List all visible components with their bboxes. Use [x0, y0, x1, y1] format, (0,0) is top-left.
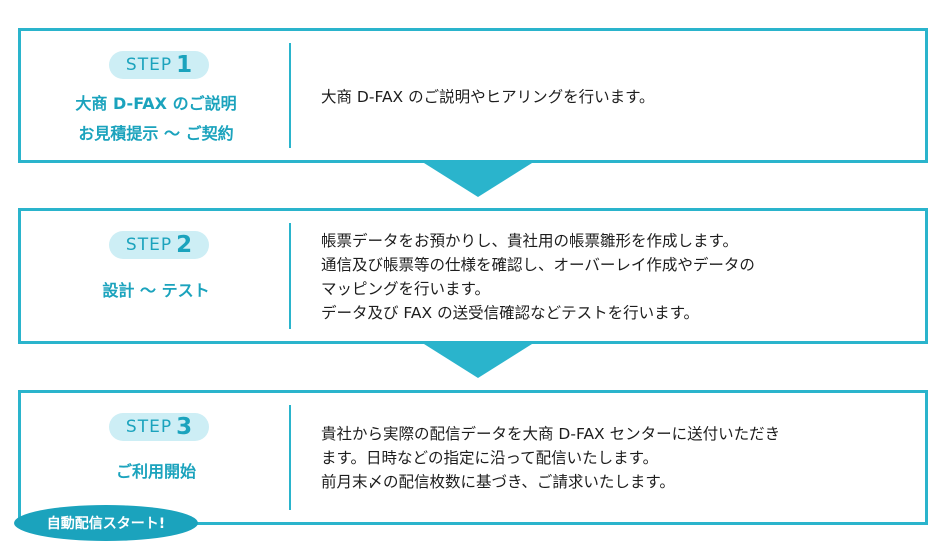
- step-label: STEP: [125, 235, 173, 255]
- description-line: マッピングを行います。: [321, 280, 490, 298]
- description-line: 貴社から実際の配信データを大商 D-FAX センターに送付いただき: [321, 425, 781, 443]
- step-2-header: STEP 2 設計 ～ テスト: [21, 211, 291, 341]
- step-2-description: 帳票データをお預かりし、貴社用の帳票雛形を作成します。 通信及び帳票等の仕様を確…: [321, 229, 909, 325]
- down-arrow-icon: [424, 163, 532, 197]
- description-line: 帳票データをお預かりし、貴社用の帳票雛形を作成します。: [321, 232, 738, 250]
- description-line: ます。日時などの指定に沿って配信いたします。: [321, 449, 659, 467]
- step-3-pill: STEP 3: [109, 413, 209, 441]
- step-2-title: 設計 ～ テスト: [21, 276, 291, 306]
- description-line: 通信及び帳票等の仕様を確認し、オーバーレイ作成やデータの: [321, 256, 755, 274]
- step-1-header: STEP 1 大商 D-FAX のご説明 お見積提示 ～ ご契約: [21, 31, 291, 160]
- title-line: お見積提示 ～ ご契約: [78, 124, 234, 143]
- description-line: データ及び FAX の送受信確認などテストを行います。: [321, 304, 700, 322]
- step-3-header: STEP 3 ご利用開始: [21, 393, 291, 522]
- description-line: 前月末〆の配信枚数に基づき、ご請求いたします。: [321, 473, 675, 491]
- step-1-title: 大商 D-FAX のご説明 お見積提示 ～ ご契約: [21, 89, 291, 149]
- step-label: STEP: [125, 417, 173, 437]
- divider: [289, 43, 291, 148]
- step-number: 2: [176, 231, 193, 258]
- step-2-box: STEP 2 設計 ～ テスト 帳票データをお預かりし、貴社用の帳票雛形を作成し…: [18, 208, 928, 344]
- step-3-title: ご利用開始: [21, 457, 291, 487]
- step-1-pill: STEP 1: [109, 51, 209, 79]
- auto-delivery-badge: 自動配信スタート!: [14, 505, 198, 541]
- title-line: ご利用開始: [115, 462, 196, 481]
- title-line: 設計 ～ テスト: [102, 281, 210, 300]
- step-2-pill: STEP 2: [109, 231, 209, 259]
- step-label: STEP: [125, 55, 173, 75]
- step-number: 3: [176, 413, 193, 440]
- divider: [289, 405, 291, 510]
- divider: [289, 223, 291, 329]
- down-arrow-icon: [424, 344, 532, 378]
- step-1-description: 大商 D-FAX のご説明やヒアリングを行います。: [321, 85, 909, 109]
- title-line: 大商 D-FAX のご説明: [75, 94, 237, 113]
- step-1-box: STEP 1 大商 D-FAX のご説明 お見積提示 ～ ご契約 大商 D-FA…: [18, 28, 928, 163]
- step-3-box: STEP 3 ご利用開始 貴社から実際の配信データを大商 D-FAX センターに…: [18, 390, 928, 525]
- description-line: 大商 D-FAX のご説明やヒアリングを行います。: [321, 88, 655, 106]
- step-3-description: 貴社から実際の配信データを大商 D-FAX センターに送付いただき ます。日時な…: [321, 422, 909, 494]
- step-number: 1: [176, 51, 193, 78]
